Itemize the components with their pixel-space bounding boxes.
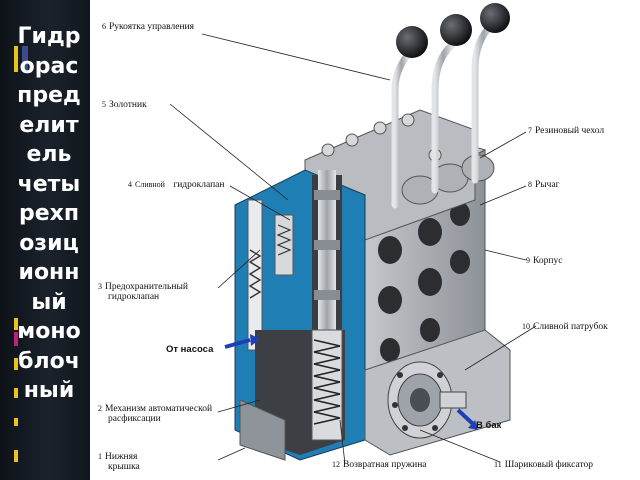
label-to-tank: В бак bbox=[476, 420, 502, 431]
label-text: гидроклапан bbox=[173, 180, 225, 190]
title-line: четы bbox=[17, 171, 81, 197]
label-text: Нижняя bbox=[105, 452, 138, 462]
label-text: Рукоятка управления bbox=[109, 22, 194, 32]
label-number: 10 bbox=[522, 322, 530, 331]
title-line: ый bbox=[31, 289, 67, 315]
slide-title: Гидр орас пред елит ель четы рехп озиц ионн ый мон… bbox=[10, 22, 88, 406]
accent-stripe bbox=[14, 418, 18, 426]
title-line: Гидр bbox=[17, 24, 81, 49]
title-line: озиц bbox=[19, 230, 79, 256]
label-number: 3 bbox=[98, 282, 102, 291]
label-text: крышка bbox=[108, 462, 140, 472]
title-line: блоч bbox=[18, 348, 80, 374]
label-number: 11 bbox=[494, 460, 502, 469]
title-line: моно bbox=[17, 319, 81, 344]
diagram-drawing bbox=[169, 3, 537, 465]
accent-stripe bbox=[22, 46, 28, 72]
label-text: Предохранительный bbox=[105, 282, 188, 292]
label-number: 7 bbox=[528, 126, 532, 135]
title-line: ель bbox=[26, 142, 72, 167]
cutaway-section bbox=[234, 169, 366, 461]
title-line: елит bbox=[19, 112, 79, 138]
accent-stripe bbox=[14, 332, 18, 346]
label-number: 1 bbox=[98, 452, 102, 461]
label-text: Золотник bbox=[109, 100, 147, 110]
label-text: Шариковый фиксатор bbox=[504, 460, 593, 470]
accent-stripe bbox=[14, 358, 18, 370]
leader-lines bbox=[169, 33, 537, 465]
label-text: Возвратная пружина bbox=[343, 460, 427, 470]
label-text: Рычаг bbox=[535, 180, 560, 190]
flow-arrows bbox=[224, 334, 478, 430]
accent-stripe bbox=[14, 318, 18, 330]
label-text: гидроклапан bbox=[108, 292, 160, 302]
accent-stripe bbox=[14, 450, 18, 462]
control-handles bbox=[391, 3, 510, 209]
label-number: 4 bbox=[128, 180, 132, 189]
accent-stripe bbox=[14, 46, 18, 72]
label-number: 8 bbox=[528, 180, 532, 189]
rubber-boots bbox=[401, 154, 495, 205]
label-text: расфиксации bbox=[108, 414, 161, 424]
label-number: 5 bbox=[102, 100, 106, 109]
label-from-pump: От насоса bbox=[166, 344, 214, 355]
label-number: 9 bbox=[526, 256, 530, 265]
label-text: Сливной bbox=[135, 180, 165, 189]
label-number: 12 bbox=[332, 460, 340, 469]
title-panel: Гидр орас пред елит ель четы рехп озиц ионн ый мон… bbox=[0, 0, 90, 480]
label-text: Корпус bbox=[533, 256, 563, 266]
title-line: ный bbox=[23, 378, 75, 403]
title-line: рехп bbox=[18, 201, 80, 226]
accent-stripe bbox=[14, 388, 18, 398]
title-line: ионн bbox=[18, 260, 80, 285]
label-text: Сливной патрубок bbox=[533, 322, 608, 332]
label-number: 6 bbox=[102, 22, 106, 31]
title-line: орас bbox=[19, 53, 79, 79]
label-text: Резиновый чехол bbox=[535, 126, 605, 136]
label-text: Механизм автоматической bbox=[105, 404, 213, 414]
title-line: пред bbox=[17, 83, 81, 108]
label-number: 2 bbox=[98, 404, 102, 413]
